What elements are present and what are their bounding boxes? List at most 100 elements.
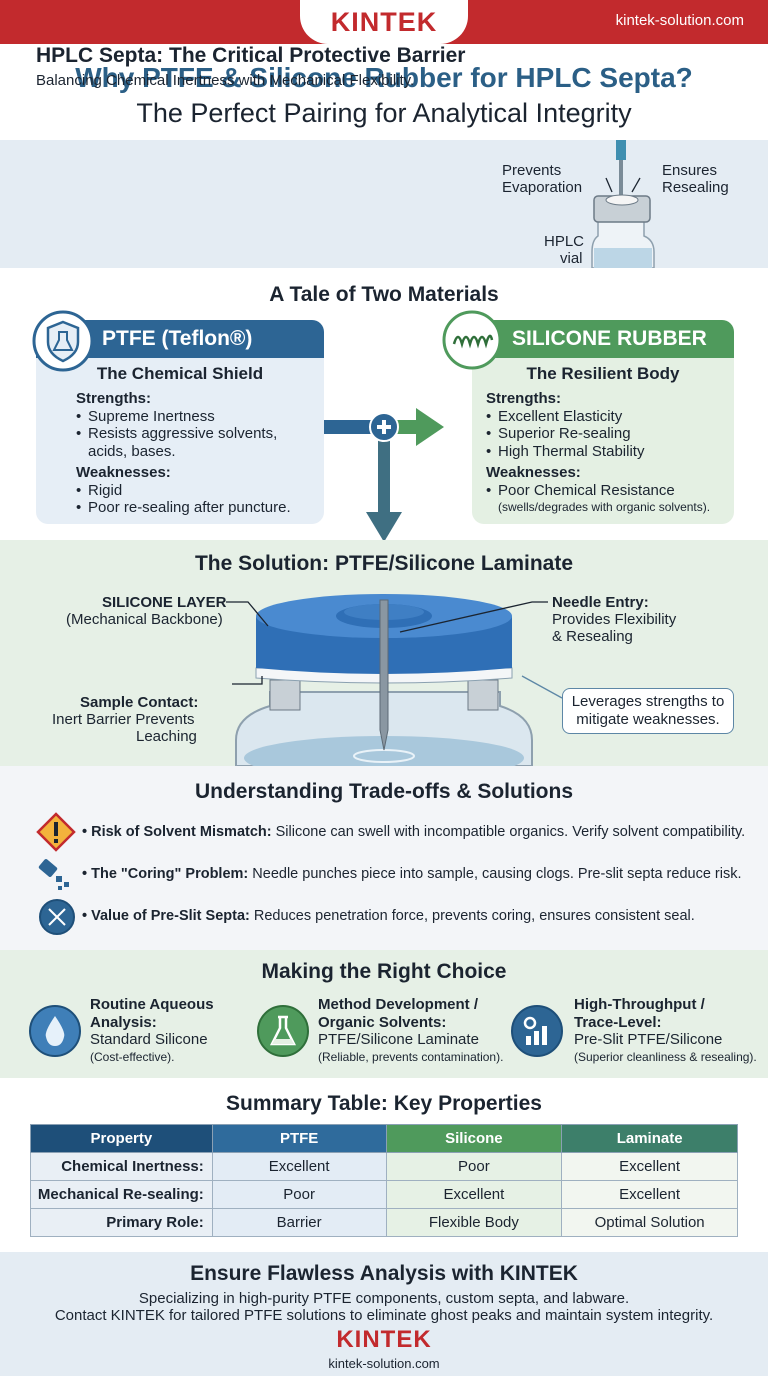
- barrier-title: HPLC Septa: The Critical Protective Barr…: [36, 44, 466, 67]
- table-cell: Excellent: [561, 1180, 738, 1209]
- ptfe-strength-item: Supreme Inertness: [76, 408, 291, 426]
- tradeoff-text: Needle punches piece into sample, causin…: [248, 866, 742, 882]
- ptfe-weaknesses-heading: Weaknesses:: [76, 464, 171, 481]
- choice-note: (Cost-effective).: [90, 1049, 175, 1064]
- choice-title: Making the Right Choice: [261, 960, 507, 983]
- choice-text: Pre-Slit PTFE/Silicone: [574, 1031, 723, 1048]
- silicone-strength-item: High Thermal Stability: [486, 443, 710, 461]
- footer-line1: Specializing in high-purity PTFE compone…: [138, 1290, 630, 1307]
- silicone-weakness-item: Poor Chemical Resistance: [486, 482, 710, 500]
- table-cell: Mechanical Re-sealing:: [30, 1180, 213, 1209]
- water-drop-icon: [29, 1005, 81, 1057]
- table-row: Primary Role: Barrier Flexible Body Opti…: [30, 1208, 738, 1237]
- coil-icon: [442, 310, 502, 370]
- choice-section: [0, 950, 768, 1078]
- silicone-card: SILICONE RUBBER The Resilient Body Stren…: [472, 320, 734, 524]
- summary-title: Summary Table: Key Properties: [226, 1092, 542, 1115]
- table-cell: Poor: [385, 1152, 563, 1181]
- table-cell: Chemical Inertness:: [30, 1152, 213, 1181]
- table-cell: Poor: [211, 1180, 387, 1209]
- column-header: Laminate: [561, 1124, 738, 1153]
- vial-label-prevents: Prevents: [502, 162, 562, 179]
- barrier-subtitle: Balancing Chemical Inertness with Mechan…: [36, 72, 415, 89]
- silicone-card-body: Strengths: Excellent Elasticity Superior…: [486, 390, 710, 517]
- table-cell: Flexible Body: [385, 1208, 563, 1237]
- summary-table: Property PTFE Silicone Laminate Chemical…: [30, 1124, 738, 1237]
- needle-entry-line2: & Resealing: [552, 628, 633, 645]
- choice-item: Routine Aqueous Analysis: Standard Silic…: [90, 996, 214, 1066]
- brand-url[interactable]: kintek-solution.com: [615, 12, 744, 29]
- silicone-strength-item: Superior Re-sealing: [486, 425, 710, 443]
- table-cell: Excellent: [561, 1152, 738, 1181]
- page-title: Why PTFE & Silicone Rubber for HPLC Sept…: [75, 62, 693, 93]
- ptfe-weakness-item: Rigid: [76, 482, 291, 500]
- combine-arrows: [324, 408, 444, 542]
- laminate-callout: Leverages strengths to mitigate weakness…: [562, 688, 734, 734]
- footer-line2: Contact KINTEK for tailored PTFE solutio…: [54, 1307, 714, 1324]
- column-header: PTFE: [211, 1124, 387, 1153]
- table-cell: Excellent: [211, 1152, 387, 1181]
- footer-logo[interactable]: KINTEK: [336, 1326, 432, 1353]
- choice-heading: High-Throughput /: [574, 996, 705, 1013]
- shield-flask-icon: [32, 310, 94, 372]
- choice-heading: Organic Solvents:: [318, 1013, 447, 1031]
- tradeoff-text: Silicone can swell with incompatible org…: [271, 824, 746, 840]
- ptfe-strengths-heading: Strengths:: [76, 390, 151, 407]
- silicone-card-subtitle: The Resilient Body: [526, 364, 680, 383]
- choice-note: (Reliable, prevents contamination).: [318, 1049, 504, 1064]
- tradeoff-label: • The "Coring" Problem:: [82, 866, 249, 882]
- ptfe-card-subtitle: The Chemical Shield: [96, 364, 264, 383]
- choice-text: PTFE/Silicone Laminate: [318, 1031, 479, 1048]
- footer-url[interactable]: kintek-solution.com: [328, 1356, 440, 1371]
- choice-item: High-Throughput / Trace-Level: Pre-Slit …: [574, 996, 757, 1066]
- column-header: Silicone: [385, 1124, 563, 1153]
- tradeoffs-title: Understanding Trade-offs & Solutions: [194, 780, 573, 803]
- table-cell: Optimal Solution: [561, 1208, 738, 1237]
- solution-title: The Solution: PTFE/Silicone Laminate: [194, 552, 574, 575]
- callout-line1: Leverages strengths to: [571, 693, 725, 710]
- needle-entry-line1: Provides Flexibility: [552, 611, 677, 628]
- ptfe-strength-item: acids, bases.: [88, 442, 176, 460]
- ptfe-weakness-item: Poor re-sealing after puncture.: [76, 499, 291, 517]
- tradeoffs-section: [0, 766, 768, 950]
- callout-line2: mitigate weaknesses.: [576, 711, 720, 728]
- sample-contact-line1: Inert Barrier Prevents: [52, 711, 195, 728]
- ptfe-strength-item: Resists aggressive solvents,: [76, 425, 291, 443]
- sample-contact-heading: Sample Contact:: [80, 694, 199, 711]
- silicone-card-header: SILICONE RUBBER: [472, 320, 734, 358]
- brand-logo[interactable]: KINTEK: [300, 0, 468, 44]
- footer-title: Ensure Flawless Analysis with KINTEK: [190, 1262, 578, 1285]
- pre-slit-icon: [39, 899, 75, 935]
- tradeoff-label: • Risk of Solvent Mismatch:: [82, 824, 272, 840]
- table-cell: Excellent: [385, 1180, 563, 1209]
- flask-icon: [257, 1005, 309, 1057]
- choice-note: (Superior cleanliness & resealing).: [574, 1049, 757, 1064]
- column-header: Property: [30, 1124, 213, 1153]
- choice-text: Standard Silicone: [90, 1031, 208, 1048]
- warning-icon: [36, 812, 76, 852]
- table-row: Mechanical Re-sealing: Poor Excellent Ex…: [30, 1180, 738, 1209]
- choice-heading: Analysis:: [90, 1013, 157, 1031]
- choice-heading: Trace-Level:: [574, 1013, 662, 1031]
- vial-label-ensures: Ensures: [662, 162, 718, 179]
- ptfe-card-body: Strengths: Supreme Inertness Resists agg…: [76, 390, 291, 517]
- vial-illustration: [591, 140, 655, 268]
- footer: [0, 1252, 768, 1376]
- needle-entry-heading: Needle Entry:: [552, 594, 649, 611]
- silicone-layer-sublabel: (Mechanical Backbone): [66, 611, 223, 628]
- coring-icon: [38, 859, 69, 890]
- silicone-layer-label: SILICONE LAYER: [102, 594, 227, 611]
- sample-contact-line2: Leaching: [136, 728, 197, 745]
- vial-label-evaporation: Evaporation: [502, 179, 583, 196]
- choice-heading: Routine Aqueous: [90, 996, 214, 1013]
- tradeoff-item: • Risk of Solvent Mismatch: Silicone can…: [82, 824, 745, 840]
- tradeoff-label: • Value of Pre-Slit Septa:: [82, 908, 250, 924]
- silicone-weakness-item: (swells/degrades with organic solvents).: [498, 500, 711, 514]
- choice-heading: Method Development /: [318, 996, 479, 1013]
- chart-gear-icon: [511, 1005, 563, 1057]
- tale-title: A Tale of Two Materials: [269, 283, 499, 306]
- vial-label-resealing: Resealing: [662, 179, 729, 196]
- tradeoff-text: Reduces penetration force, prevents cori…: [249, 908, 695, 924]
- tradeoff-item: • Value of Pre-Slit Septa: Reduces penet…: [82, 908, 695, 924]
- silicone-strengths-heading: Strengths:: [486, 390, 561, 407]
